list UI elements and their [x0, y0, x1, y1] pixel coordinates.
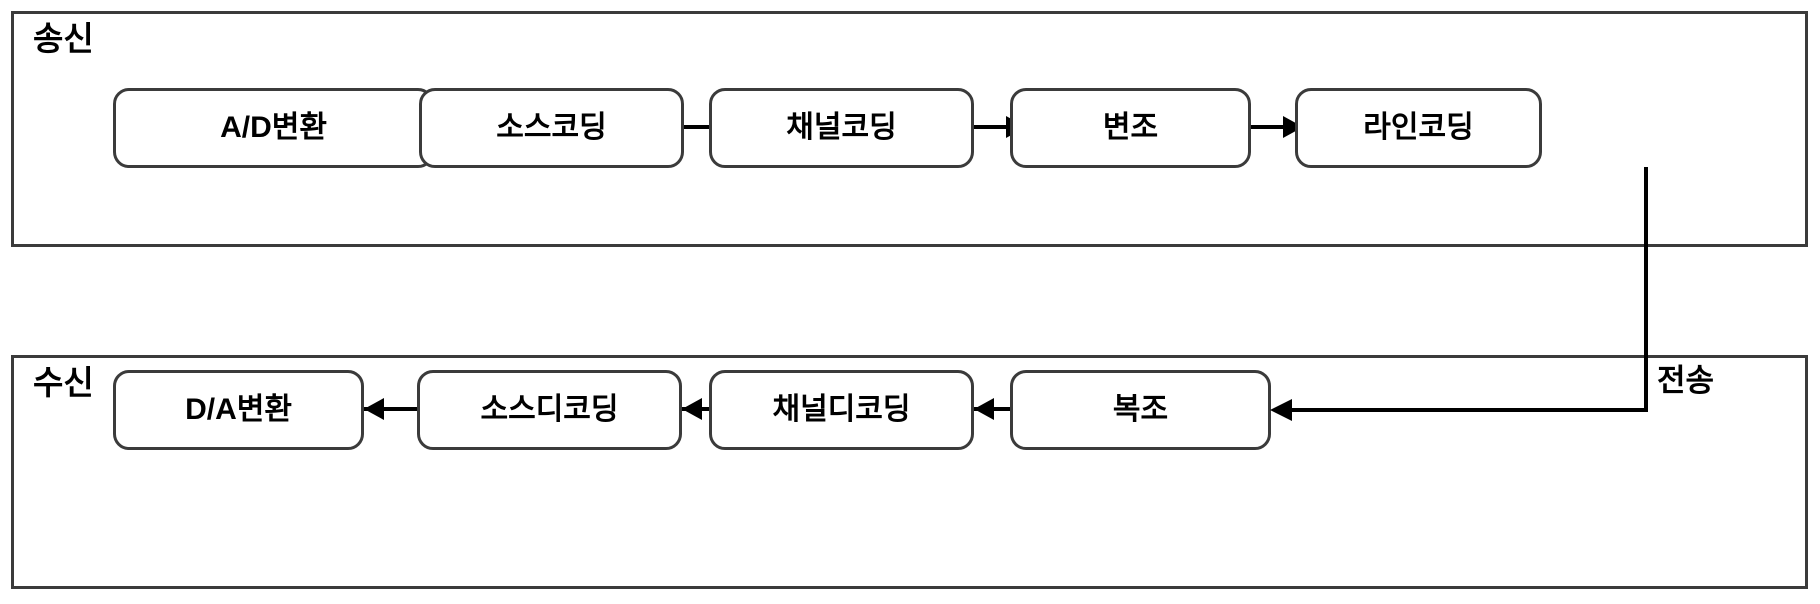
block-ad-conversion-label: A/D변환: [220, 111, 327, 144]
block-channel-decoding[interactable]: 채널디코딩: [709, 370, 974, 450]
block-modulation[interactable]: 변조: [1010, 88, 1251, 168]
block-line-coding-label: 라인코딩: [1363, 111, 1474, 144]
arrow-shaft: [974, 407, 1032, 411]
block-source-decoding-label: 소스디코딩: [480, 393, 619, 426]
transmit-section-title: 송신: [33, 20, 94, 57]
receive-section-title: 수신: [33, 364, 94, 401]
block-source-coding[interactable]: 소스코딩: [419, 88, 684, 168]
arrow-head-left-icon: [974, 398, 994, 420]
block-da-conversion-label: D/A변환: [185, 393, 292, 426]
block-line-coding[interactable]: 라인코딩: [1295, 88, 1542, 168]
channel-arrow-head-left-icon: [1270, 399, 1292, 421]
block-source-decoding[interactable]: 소스디코딩: [417, 370, 682, 450]
block-channel-decoding-label: 채널디코딩: [772, 393, 911, 426]
block-demodulation-label: 복조: [1112, 393, 1169, 426]
channel-connector-horizontal-segment: [1290, 408, 1646, 412]
arrow-head-left-icon: [682, 398, 702, 420]
block-demodulation[interactable]: 복조: [1010, 370, 1271, 450]
channel-connector-vertical-segment: [1644, 167, 1648, 412]
channel-transmission-label: 전송: [1657, 363, 1715, 398]
block-channel-coding-label: 채널코딩: [786, 111, 897, 144]
block-da-conversion[interactable]: D/A변환: [113, 370, 364, 450]
transmit-section-frame: [11, 11, 1808, 247]
arrow-head-left-icon: [364, 398, 384, 420]
block-channel-coding[interactable]: 채널코딩: [709, 88, 974, 168]
block-ad-conversion[interactable]: A/D변환: [113, 88, 434, 168]
receive-section-frame: [11, 355, 1808, 589]
arrow-shaft: [364, 407, 422, 411]
block-modulation-label: 변조: [1102, 111, 1159, 144]
arrow-shaft: [974, 125, 1026, 129]
arrow-shaft: [1251, 125, 1303, 129]
block-source-coding-label: 소스코딩: [496, 111, 607, 144]
